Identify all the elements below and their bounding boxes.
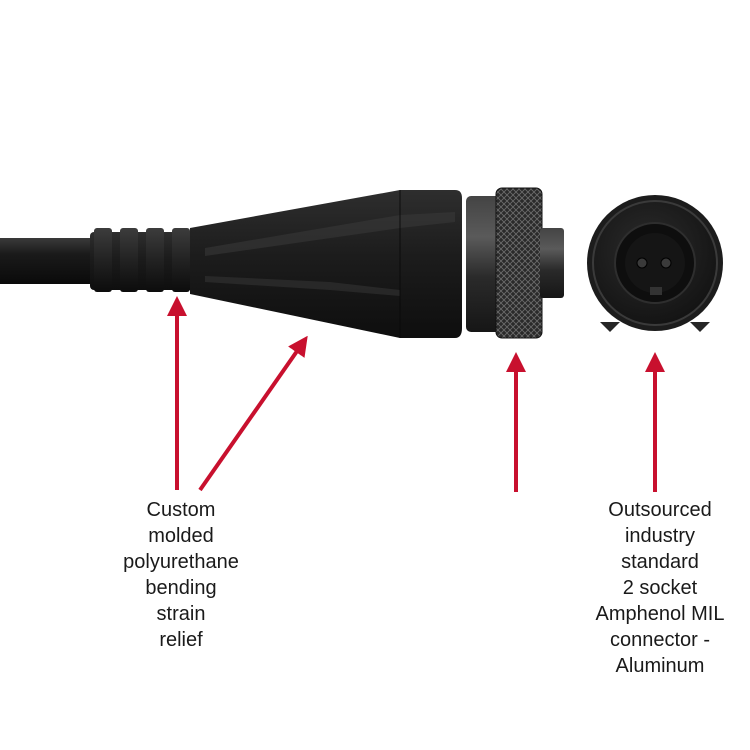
callout-line: strain <box>156 603 206 625</box>
strain-relief-callout: Custom molded polyurethane bending strai… <box>96 497 266 653</box>
connector-callout: Outsourced industry standard 2 socket Am… <box>570 497 750 679</box>
cable <box>0 238 100 284</box>
callout-line: connector - <box>609 629 711 651</box>
callout-line: bending <box>145 577 217 599</box>
2-socket-connector-face <box>587 195 723 332</box>
knurled-coupling-nut <box>466 187 564 339</box>
callout-line: Outsourced <box>608 499 712 521</box>
socket-hole-2 <box>660 257 672 269</box>
callout-line: molded <box>148 525 214 547</box>
arrow-strain-relief-body <box>198 335 308 492</box>
callout-line: Aluminum <box>615 655 705 677</box>
callout-arrows <box>167 296 665 492</box>
keyway <box>650 287 662 295</box>
callout-line: Amphenol MIL <box>595 603 725 625</box>
callout-line: 2 socket <box>622 577 698 599</box>
callout-line: relief <box>159 629 203 651</box>
strain-relief-boot <box>90 190 462 338</box>
callout-line: industry <box>624 525 696 547</box>
callout-line: Custom <box>146 499 216 521</box>
callout-line: standard <box>621 551 699 573</box>
callout-line: polyurethane <box>123 551 239 573</box>
socket-hole-1 <box>636 257 648 269</box>
